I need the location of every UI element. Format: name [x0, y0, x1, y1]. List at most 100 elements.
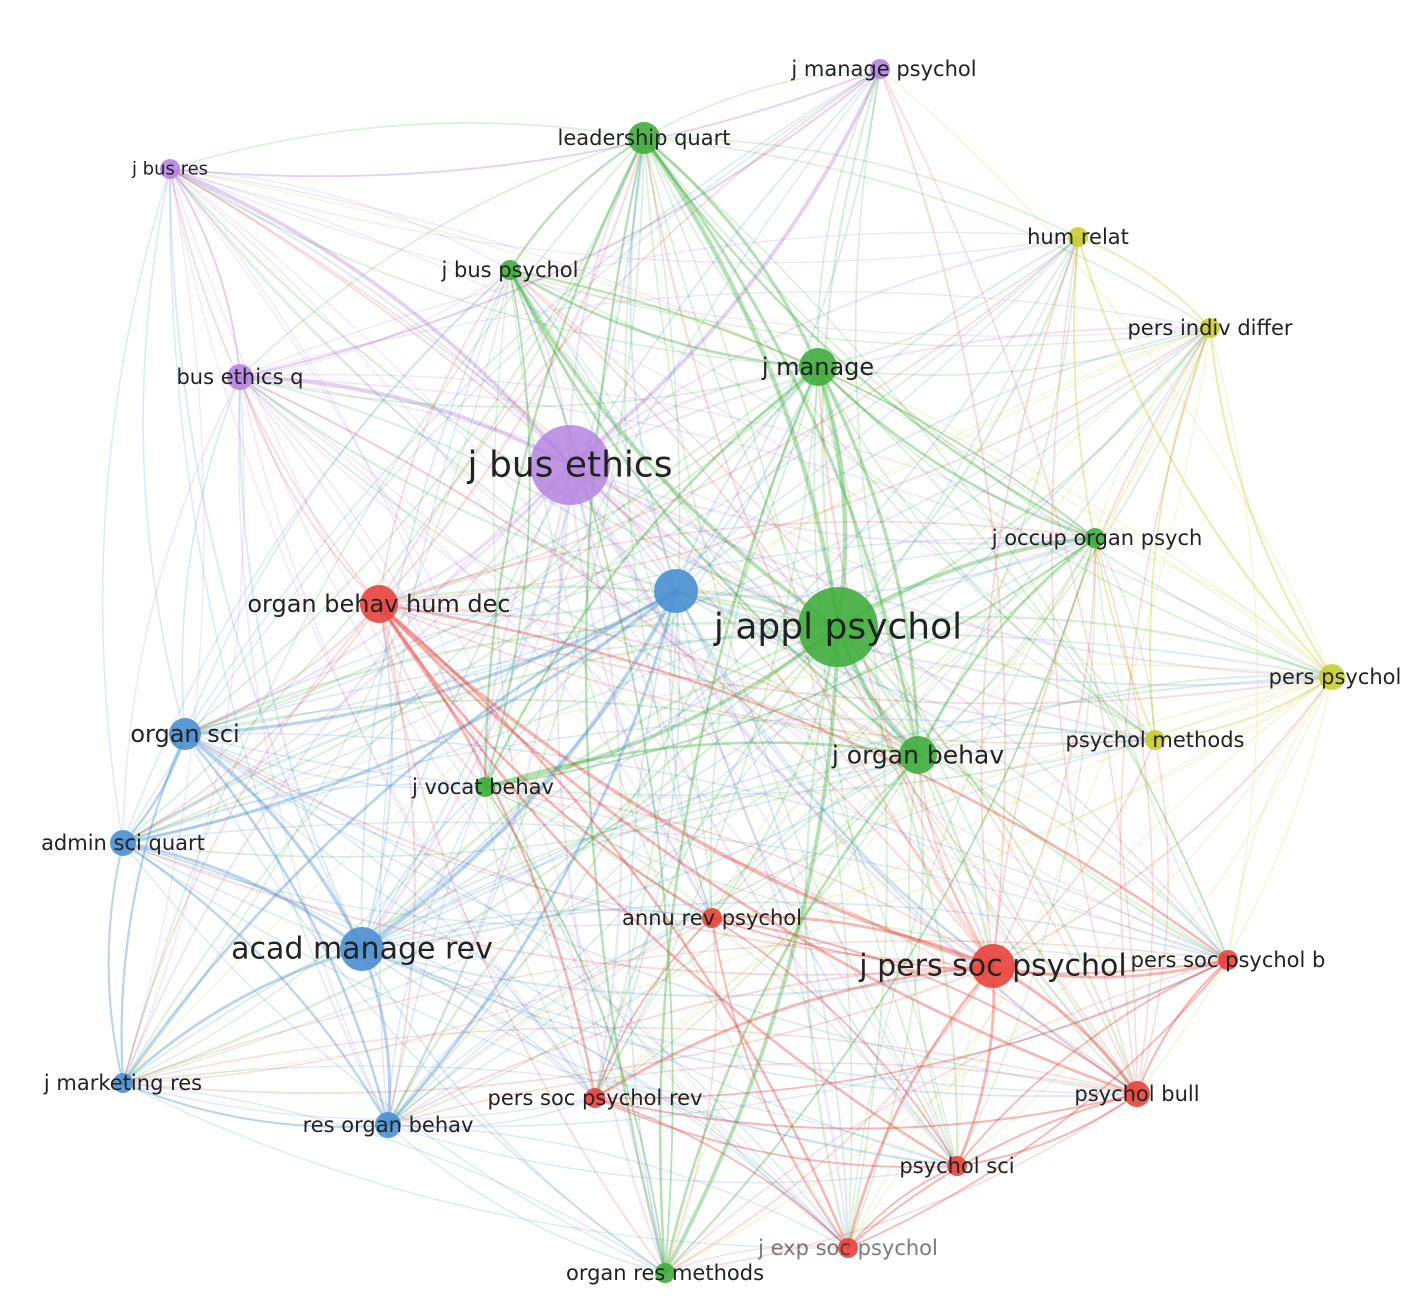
- network-link: [484, 786, 958, 1167]
- network-link: [239, 376, 666, 1274]
- network-link: [184, 603, 380, 735]
- network-link: [239, 376, 677, 592]
- network-link: [360, 136, 646, 951]
- label-annu-rev-psychol: annu rev psychol: [622, 906, 802, 930]
- network-link: [168, 167, 572, 467]
- network-link: [711, 676, 1333, 919]
- network-link: [664, 917, 717, 1274]
- node-admin-sci-quart[interactable]: [110, 830, 136, 856]
- network-link: [483, 365, 820, 789]
- network-link: [361, 948, 958, 1167]
- network-link: [1153, 675, 1334, 742]
- node-psychol-sci[interactable]: [947, 1156, 967, 1176]
- network-link: [483, 625, 840, 789]
- node-j-appl-psychol[interactable]: [798, 587, 878, 667]
- network-link: [991, 958, 1230, 979]
- node-j-manage-psychol[interactable]: [870, 59, 890, 79]
- network-link: [387, 366, 819, 1126]
- node-leadership-quart[interactable]: [628, 122, 660, 154]
- network-link: [663, 753, 920, 1275]
- node-j-organ-behav[interactable]: [899, 736, 937, 774]
- network-link: [378, 269, 511, 605]
- network-link: [846, 964, 995, 1250]
- network-link: [239, 376, 1333, 678]
- network-link: [361, 786, 486, 950]
- network-link: [239, 376, 380, 605]
- node-organ-sci[interactable]: [169, 718, 201, 750]
- node-hum-relat[interactable]: [1068, 227, 1088, 247]
- node-j-exp-soc-psychol[interactable]: [838, 1238, 858, 1258]
- network-link: [387, 786, 486, 1126]
- network-link: [1119, 327, 1211, 1095]
- network-link: [594, 137, 681, 1099]
- label-res-organ-behav: res organ behav: [303, 1113, 474, 1137]
- node-j-pers-soc-psychol[interactable]: [971, 944, 1015, 988]
- network-link: [386, 463, 572, 1127]
- network-link: [629, 136, 678, 593]
- network-link: [674, 589, 920, 757]
- node-organ-res-methods[interactable]: [655, 1263, 675, 1283]
- node-j-bus-psychol[interactable]: [500, 260, 520, 280]
- network-link: [181, 376, 241, 735]
- network-link: [674, 365, 820, 593]
- network-link: [386, 589, 678, 1127]
- network-link: [387, 739, 1156, 1126]
- node-organ-behav-hum-dec[interactable]: [360, 585, 398, 623]
- node-pers-soc-psychol-b[interactable]: [1218, 950, 1238, 970]
- network-link: [169, 168, 994, 967]
- network-link: [239, 376, 486, 788]
- label-j-bus-ethics: j bus ethics: [467, 445, 673, 486]
- network-link: [169, 168, 1211, 337]
- network-link: [238, 376, 363, 950]
- node-pers-indiv-differ[interactable]: [1200, 318, 1220, 338]
- node-acad-manage-rev[interactable]: [340, 927, 384, 971]
- network-link: [121, 463, 572, 845]
- network-link: [169, 168, 511, 271]
- network-link: [239, 366, 819, 408]
- node-j-bus-res[interactable]: [160, 159, 180, 179]
- network-link: [594, 1097, 849, 1249]
- network-link: [643, 137, 1156, 741]
- network-link: [239, 376, 1156, 741]
- network-link: [122, 786, 486, 1084]
- network-link: [568, 136, 646, 467]
- node-pers-psychol[interactable]: [1319, 664, 1345, 690]
- network-link: [239, 376, 919, 756]
- node-j-vocat-behav[interactable]: [475, 777, 495, 797]
- network-link: [711, 917, 1229, 975]
- network-link: [508, 268, 920, 757]
- node-res-organ-behav[interactable]: [375, 1112, 401, 1138]
- network-link: [643, 137, 853, 1249]
- network-link: [121, 589, 678, 1085]
- network-link: [120, 732, 187, 1085]
- network-link: [483, 463, 572, 789]
- node-j-manage[interactable]: [799, 348, 837, 386]
- network-link: [917, 674, 1333, 756]
- network-link: [1227, 676, 1333, 961]
- node-blue-hub[interactable]: [654, 569, 698, 613]
- network-link: [361, 948, 596, 1099]
- network-link: [836, 235, 1080, 629]
- network-link: [1076, 235, 1334, 679]
- node-j-bus-ethics[interactable]: [530, 425, 610, 505]
- network-link: [184, 327, 1211, 735]
- network-link: [847, 537, 1096, 1249]
- network-link: [122, 718, 1156, 844]
- network-link: [917, 327, 1211, 756]
- network-link: [675, 590, 849, 1249]
- node-j-marketing-res[interactable]: [113, 1073, 133, 1093]
- network-link: [917, 731, 1156, 756]
- network-link: [658, 365, 820, 1275]
- label-organ-behav-hum-dec: organ behav hum dec: [247, 590, 510, 618]
- node-psychol-methods[interactable]: [1145, 730, 1165, 750]
- node-bus-ethics-q[interactable]: [227, 364, 253, 390]
- node-j-occup-organ-psych[interactable]: [1085, 528, 1105, 548]
- node-psychol-bull[interactable]: [1124, 1081, 1150, 1107]
- network-link: [1149, 327, 1211, 741]
- network-link: [184, 732, 1229, 961]
- node-pers-soc-psychol-rev[interactable]: [585, 1088, 605, 1108]
- network-link: [239, 269, 511, 378]
- network-link: [239, 376, 596, 1099]
- node-annu-rev-psychol[interactable]: [702, 908, 722, 928]
